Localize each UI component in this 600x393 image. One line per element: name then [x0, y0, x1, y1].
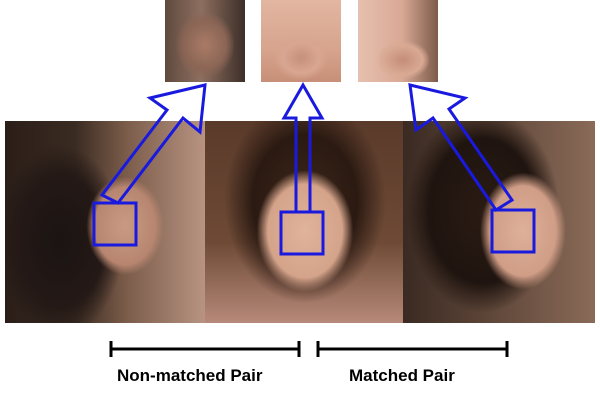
face-photo-left — [5, 121, 205, 323]
crop-patch-center — [261, 0, 341, 82]
crop-patch-right — [358, 0, 438, 82]
face-photo-right — [403, 121, 595, 323]
highlight-box-right — [490, 208, 536, 254]
highlight-box-center — [279, 210, 325, 256]
face-photo-center — [205, 121, 403, 323]
arrow-center-icon — [281, 81, 325, 214]
highlight-box-left — [92, 201, 138, 247]
caption-non-matched-pair: Non-matched Pair — [117, 366, 263, 385]
caption-matched-pair: Matched Pair — [349, 366, 455, 385]
arrow-right-icon — [408, 83, 515, 213]
crop-patch-left — [165, 0, 245, 82]
arrow-left-icon — [99, 83, 207, 205]
